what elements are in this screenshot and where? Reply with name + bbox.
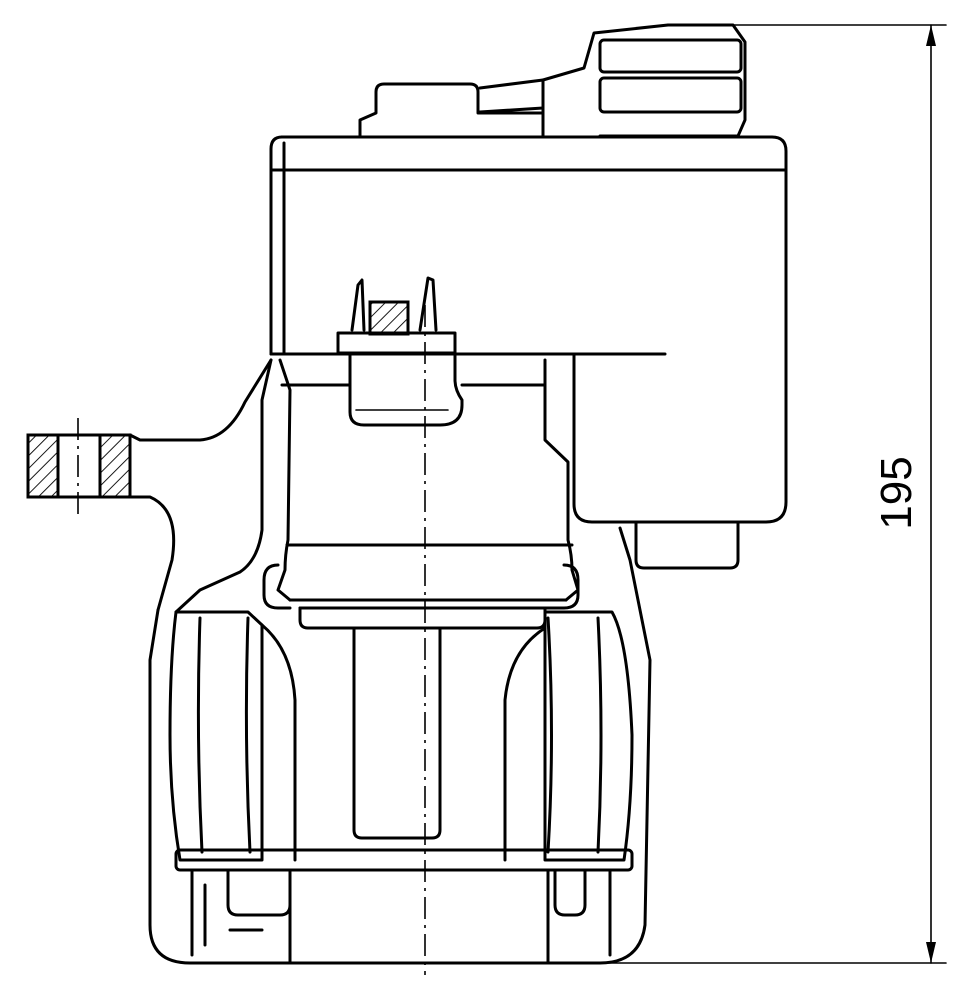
right-claw-outline: [543, 610, 634, 862]
sensor-base-plate: [336, 331, 457, 355]
pad-plate: [298, 606, 547, 630]
bridge-slot-left: [226, 868, 292, 917]
connector-cable-bottom: [478, 106, 545, 114]
caliper-body: [148, 358, 652, 965]
sensor-bracket: [336, 276, 464, 427]
bridge-slot-right: [553, 868, 587, 917]
sensor-tab-right: [418, 276, 438, 332]
caliper-outer-outline: [148, 526, 652, 965]
caliper-lower-bridge: [174, 848, 634, 872]
motor-housing-outline: [280, 135, 788, 524]
left-claw-inner-2: [244, 616, 252, 854]
mounting-ear-lower-edge: [128, 495, 176, 612]
caliper-neck-left: [276, 358, 292, 602]
connector-latch-upper: [598, 38, 743, 74]
left-claw-outline: [168, 610, 264, 862]
right-claw-inner-1: [596, 616, 603, 854]
motor-cap: [358, 82, 545, 138]
motor-lower-boss: [634, 520, 740, 570]
bridge-detail-left: [203, 883, 264, 947]
sensor-cross-section: [368, 300, 410, 336]
motor-housing-left: [269, 135, 284, 356]
right-claw-transition: [503, 626, 547, 862]
caliper-left-wall: [174, 358, 273, 614]
dimension-arrow-bottom: [926, 942, 936, 963]
left-claw-inner-1: [196, 616, 204, 854]
caliper-neck-right: [543, 358, 580, 602]
left-claw-transition: [260, 623, 297, 862]
right-claw-inner-2: [546, 616, 553, 854]
electrical-connector: [478, 23, 747, 138]
sensor-housing: [348, 351, 464, 427]
mounting-ear: [26, 358, 273, 612]
connector-body: [541, 23, 747, 138]
boss-left: [262, 563, 292, 610]
mounting-ear-section-right: [98, 433, 132, 499]
caliper-center-window: [352, 626, 442, 840]
dimension-arrow-top: [926, 25, 936, 46]
height-dimension: 195: [599, 24, 947, 964]
mounting-ear-section-left: [26, 433, 60, 499]
dimension-value-label: 195: [872, 456, 921, 529]
boss-right: [550, 563, 580, 610]
mounting-ear-upper-edge: [128, 358, 273, 442]
connector-latch-lower: [598, 76, 743, 114]
connector-cable-top: [478, 78, 545, 90]
motor-housing: [269, 135, 788, 570]
sensor-tab-left: [350, 278, 366, 332]
